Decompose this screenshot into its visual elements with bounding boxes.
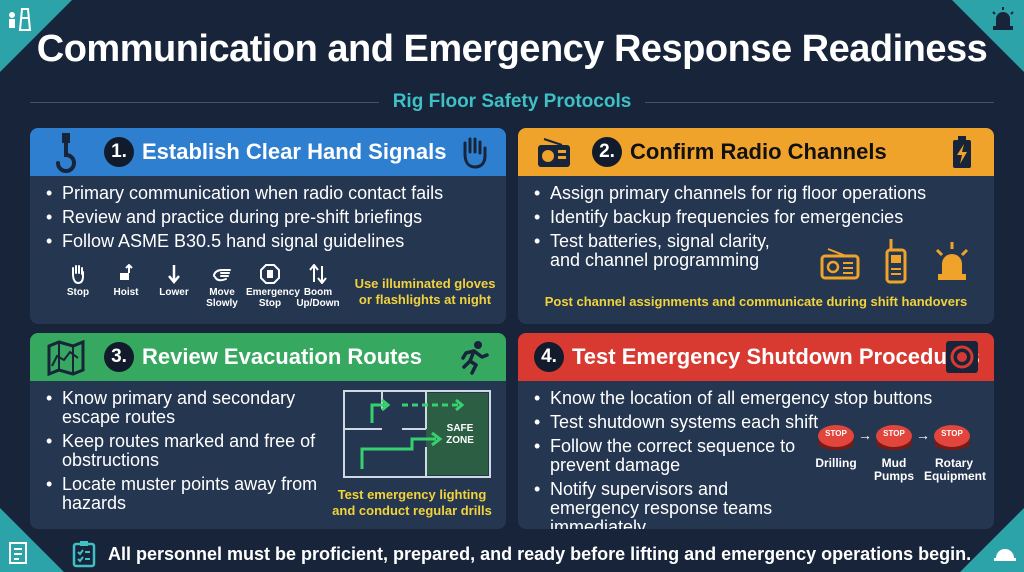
checklist-icon xyxy=(9,542,27,564)
panel-heading: Review Evacuation Routes xyxy=(142,344,422,369)
list-item: Know primary and secondary escape routes xyxy=(46,389,332,427)
panel-number: 4. xyxy=(534,342,564,372)
panel-header: 3. Review Evacuation Routes xyxy=(30,333,506,381)
evacuation-note: Test emergency lighting and conduct regu… xyxy=(332,487,492,518)
panel-heading: Confirm Radio Channels xyxy=(630,139,887,164)
radio-note: Post channel assignments and communicate… xyxy=(544,294,968,309)
battery-icon xyxy=(953,136,971,168)
panel-header: 2. Confirm Radio Channels xyxy=(518,128,994,176)
footer-text: All personnel must be proficient, prepar… xyxy=(108,543,972,564)
panel-radio-channels: 2. Confirm Radio Channels Assign primary… xyxy=(518,128,994,324)
panel-heading: Test Emergency Shutdown Procedures xyxy=(572,344,980,369)
divider-left xyxy=(30,101,379,103)
hand-signal-note: Use illuminated gloves or flashlights at… xyxy=(354,276,496,307)
alarm-beacon-icon xyxy=(992,7,1014,30)
panel-evacuation-routes: 3. Review Evacuation Routes Know primary… xyxy=(30,333,506,529)
walkie-talkie-icon xyxy=(885,239,907,284)
bullet-list: Primary communication when radio contact… xyxy=(46,184,443,256)
beacon-light-icon xyxy=(935,242,969,280)
arrow-right-icon: → xyxy=(916,427,930,443)
list-item: Test shutdown systems each shift xyxy=(534,413,932,433)
panel-number: 2. xyxy=(592,137,622,167)
list-item: Know the location of all emergency stop … xyxy=(534,389,932,409)
map-icon xyxy=(47,339,85,377)
panel-emergency-shutdown: 4. Test Emergency Shutdown Procedures Kn… xyxy=(518,333,994,529)
list-item: Assign primary channels for rig floor op… xyxy=(534,184,926,204)
list-item: Identify backup frequencies for emergenc… xyxy=(534,208,926,228)
stop-button-rotary: STOP xyxy=(932,421,972,451)
list-item: Notify supervisors and emergency respons… xyxy=(534,480,820,530)
signal-hoist: Hoist xyxy=(102,264,150,309)
list-item: Follow ASME B30.5 hand signal guidelines xyxy=(46,232,443,252)
stop-button-icon xyxy=(876,425,912,450)
list-item: Primary communication when radio contact… xyxy=(46,184,443,204)
panel-number: 1. xyxy=(104,137,134,167)
stop-button-drilling: STOP xyxy=(816,421,856,451)
signal-boom-up-down: Boom Up/Down xyxy=(294,264,342,309)
divider-right xyxy=(645,101,994,103)
signal-lower: Lower xyxy=(150,264,198,309)
radio-icon xyxy=(538,138,570,167)
list-item: Keep routes marked and free of obstructi… xyxy=(46,432,332,470)
panel-heading: Establish Clear Hand Signals xyxy=(142,139,447,164)
panel-number: 3. xyxy=(104,342,134,372)
list-item: Review and practice during pre-shift bri… xyxy=(46,208,443,228)
arrow-right-icon: → xyxy=(858,427,872,443)
crane-hook-icon xyxy=(56,133,76,173)
list-item: Follow the correct sequence to prevent d… xyxy=(534,437,800,475)
signal-move-slowly: Move Slowly xyxy=(198,264,246,309)
page-title: Communication and Emergency Response Rea… xyxy=(36,28,988,70)
footer: All personnel must be proficient, prepar… xyxy=(70,540,971,568)
safe-zone-label: SAFE ZONE xyxy=(446,423,474,446)
subtitle-row: Rig Floor Safety Protocols xyxy=(30,90,994,114)
clipboard-check-icon xyxy=(72,541,96,568)
shutdown-sequence: STOP → STOP → STOP Drilling Mud Pumps Ro… xyxy=(812,421,992,493)
stop-button-mud-pumps: STOP xyxy=(874,421,914,451)
hoist-hand-icon xyxy=(120,264,133,280)
signal-emergency-stop: Emergency Stop xyxy=(246,264,300,309)
sequence-label: Drilling xyxy=(815,456,857,470)
boom-arrows-icon xyxy=(309,264,327,284)
evacuation-map-diagram xyxy=(343,390,491,478)
bullet-list: Know primary and secondary escape routes… xyxy=(46,389,332,518)
bullet-list: Assign primary channels for rig floor op… xyxy=(534,184,926,275)
hard-hat-icon xyxy=(994,549,1016,561)
bullet-list: Know the location of all emergency stop … xyxy=(534,389,932,530)
list-item: Locate muster points away from hazards xyxy=(46,475,332,513)
hand-icon xyxy=(463,137,487,169)
page-subtitle: Rig Floor Safety Protocols xyxy=(392,91,632,112)
stop-button-icon xyxy=(818,425,854,450)
list-item: Test batteries, signal clarity, and chan… xyxy=(534,232,800,270)
running-person-icon xyxy=(461,341,489,375)
emergency-stop-icon xyxy=(260,264,280,284)
panel-header: 4. Test Emergency Shutdown Procedures xyxy=(518,333,994,381)
emergency-button-icon xyxy=(946,341,978,373)
hand-signal-row: Stop Hoist Lower Move Slowly Emergency S… xyxy=(54,264,342,309)
oil-rig-worker-icon xyxy=(9,8,32,31)
move-slowly-hand-icon xyxy=(213,269,231,282)
panel-header: 1. Establish Clear Hand Signals xyxy=(30,128,506,176)
sequence-label: Mud Pumps xyxy=(873,456,914,483)
stop-button-icon xyxy=(934,425,970,450)
radio-icon xyxy=(820,248,860,280)
panel-hand-signals: 1. Establish Clear Hand Signals Primary … xyxy=(30,128,506,324)
sequence-label: Rotary Equipment xyxy=(924,456,986,483)
signal-stop: Stop xyxy=(54,264,102,309)
lower-arrow-icon xyxy=(168,265,180,284)
stop-hand-icon xyxy=(72,265,84,284)
